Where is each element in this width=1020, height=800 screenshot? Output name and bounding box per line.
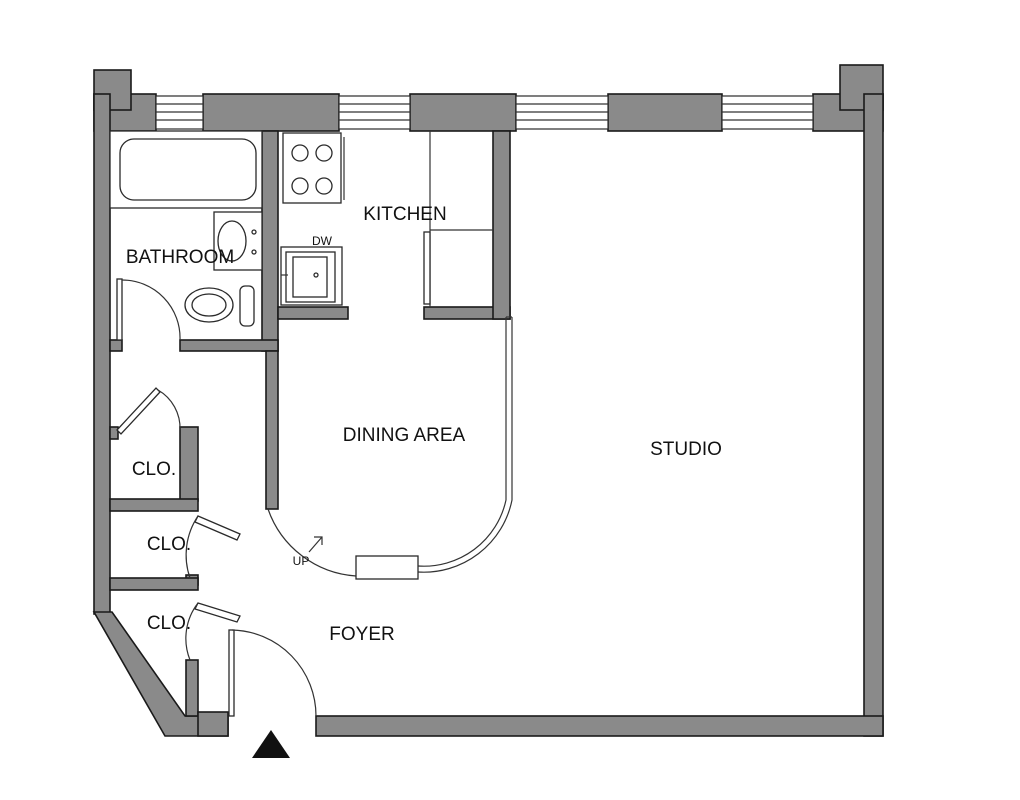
interior-walls [109,130,511,737]
entry-jamb [197,711,229,737]
top-wall-segment [202,93,340,132]
bathtub-icon [109,130,263,209]
entry-door [228,629,317,717]
kitchen-sink-icon [281,251,336,303]
bathroom-kitchen-wall [261,130,279,352]
closet-3-door [185,602,241,661]
closet-1-door [116,387,181,435]
closet-1-wall-bottom [109,498,199,512]
top-wall-segment [607,93,723,132]
bathroom-bottom-stub [109,339,123,352]
stairs-arrow-icon [308,536,323,553]
window [338,95,411,130]
dishwasher-label: DW [312,234,333,248]
closet-2-door [185,515,241,579]
top-wall-segment [409,93,517,132]
bottom-wall [315,715,884,737]
counter-icon [423,131,493,307]
closet-3-label: CLO. [147,613,191,634]
kitchen-label: KITCHEN [363,204,446,225]
bathroom-label: BATHROOM [126,247,234,268]
bathroom-bottom-wall [179,339,279,352]
closet-2-label: CLO. [147,534,191,555]
bathroom-door [116,278,181,341]
right-wall [863,93,884,737]
windows [155,95,814,130]
entry-arrow-icon [252,730,290,758]
window [515,95,609,130]
exterior-walls [92,64,884,737]
foyer-label: FOYER [329,624,394,645]
closet-1-wall-right [179,426,199,502]
closet-3-wall-right [185,659,199,717]
curved-partition [267,316,513,580]
kitchen-fixtures [280,131,493,307]
stove-icon [282,132,345,204]
closet-1-label: CLO. [132,459,176,480]
studio-label: STUDIO [650,439,722,460]
window [155,95,204,130]
left-wall [93,93,111,615]
kitchen-studio-wall [492,130,511,320]
toilet-icon [184,285,255,327]
dining-area-label: DINING AREA [343,425,466,446]
dining-foyer-wall [265,350,279,510]
radiator-icon [355,555,419,580]
closet-1-wall-top [109,426,119,440]
sink-icon [213,211,263,271]
bathroom-fixtures [109,130,263,327]
window [721,95,814,130]
stairs-up-label: UP [293,554,310,568]
kitchen-bottom-wall-left [277,306,349,320]
closet-2-wall-bottom [109,577,199,591]
doors [116,278,513,717]
